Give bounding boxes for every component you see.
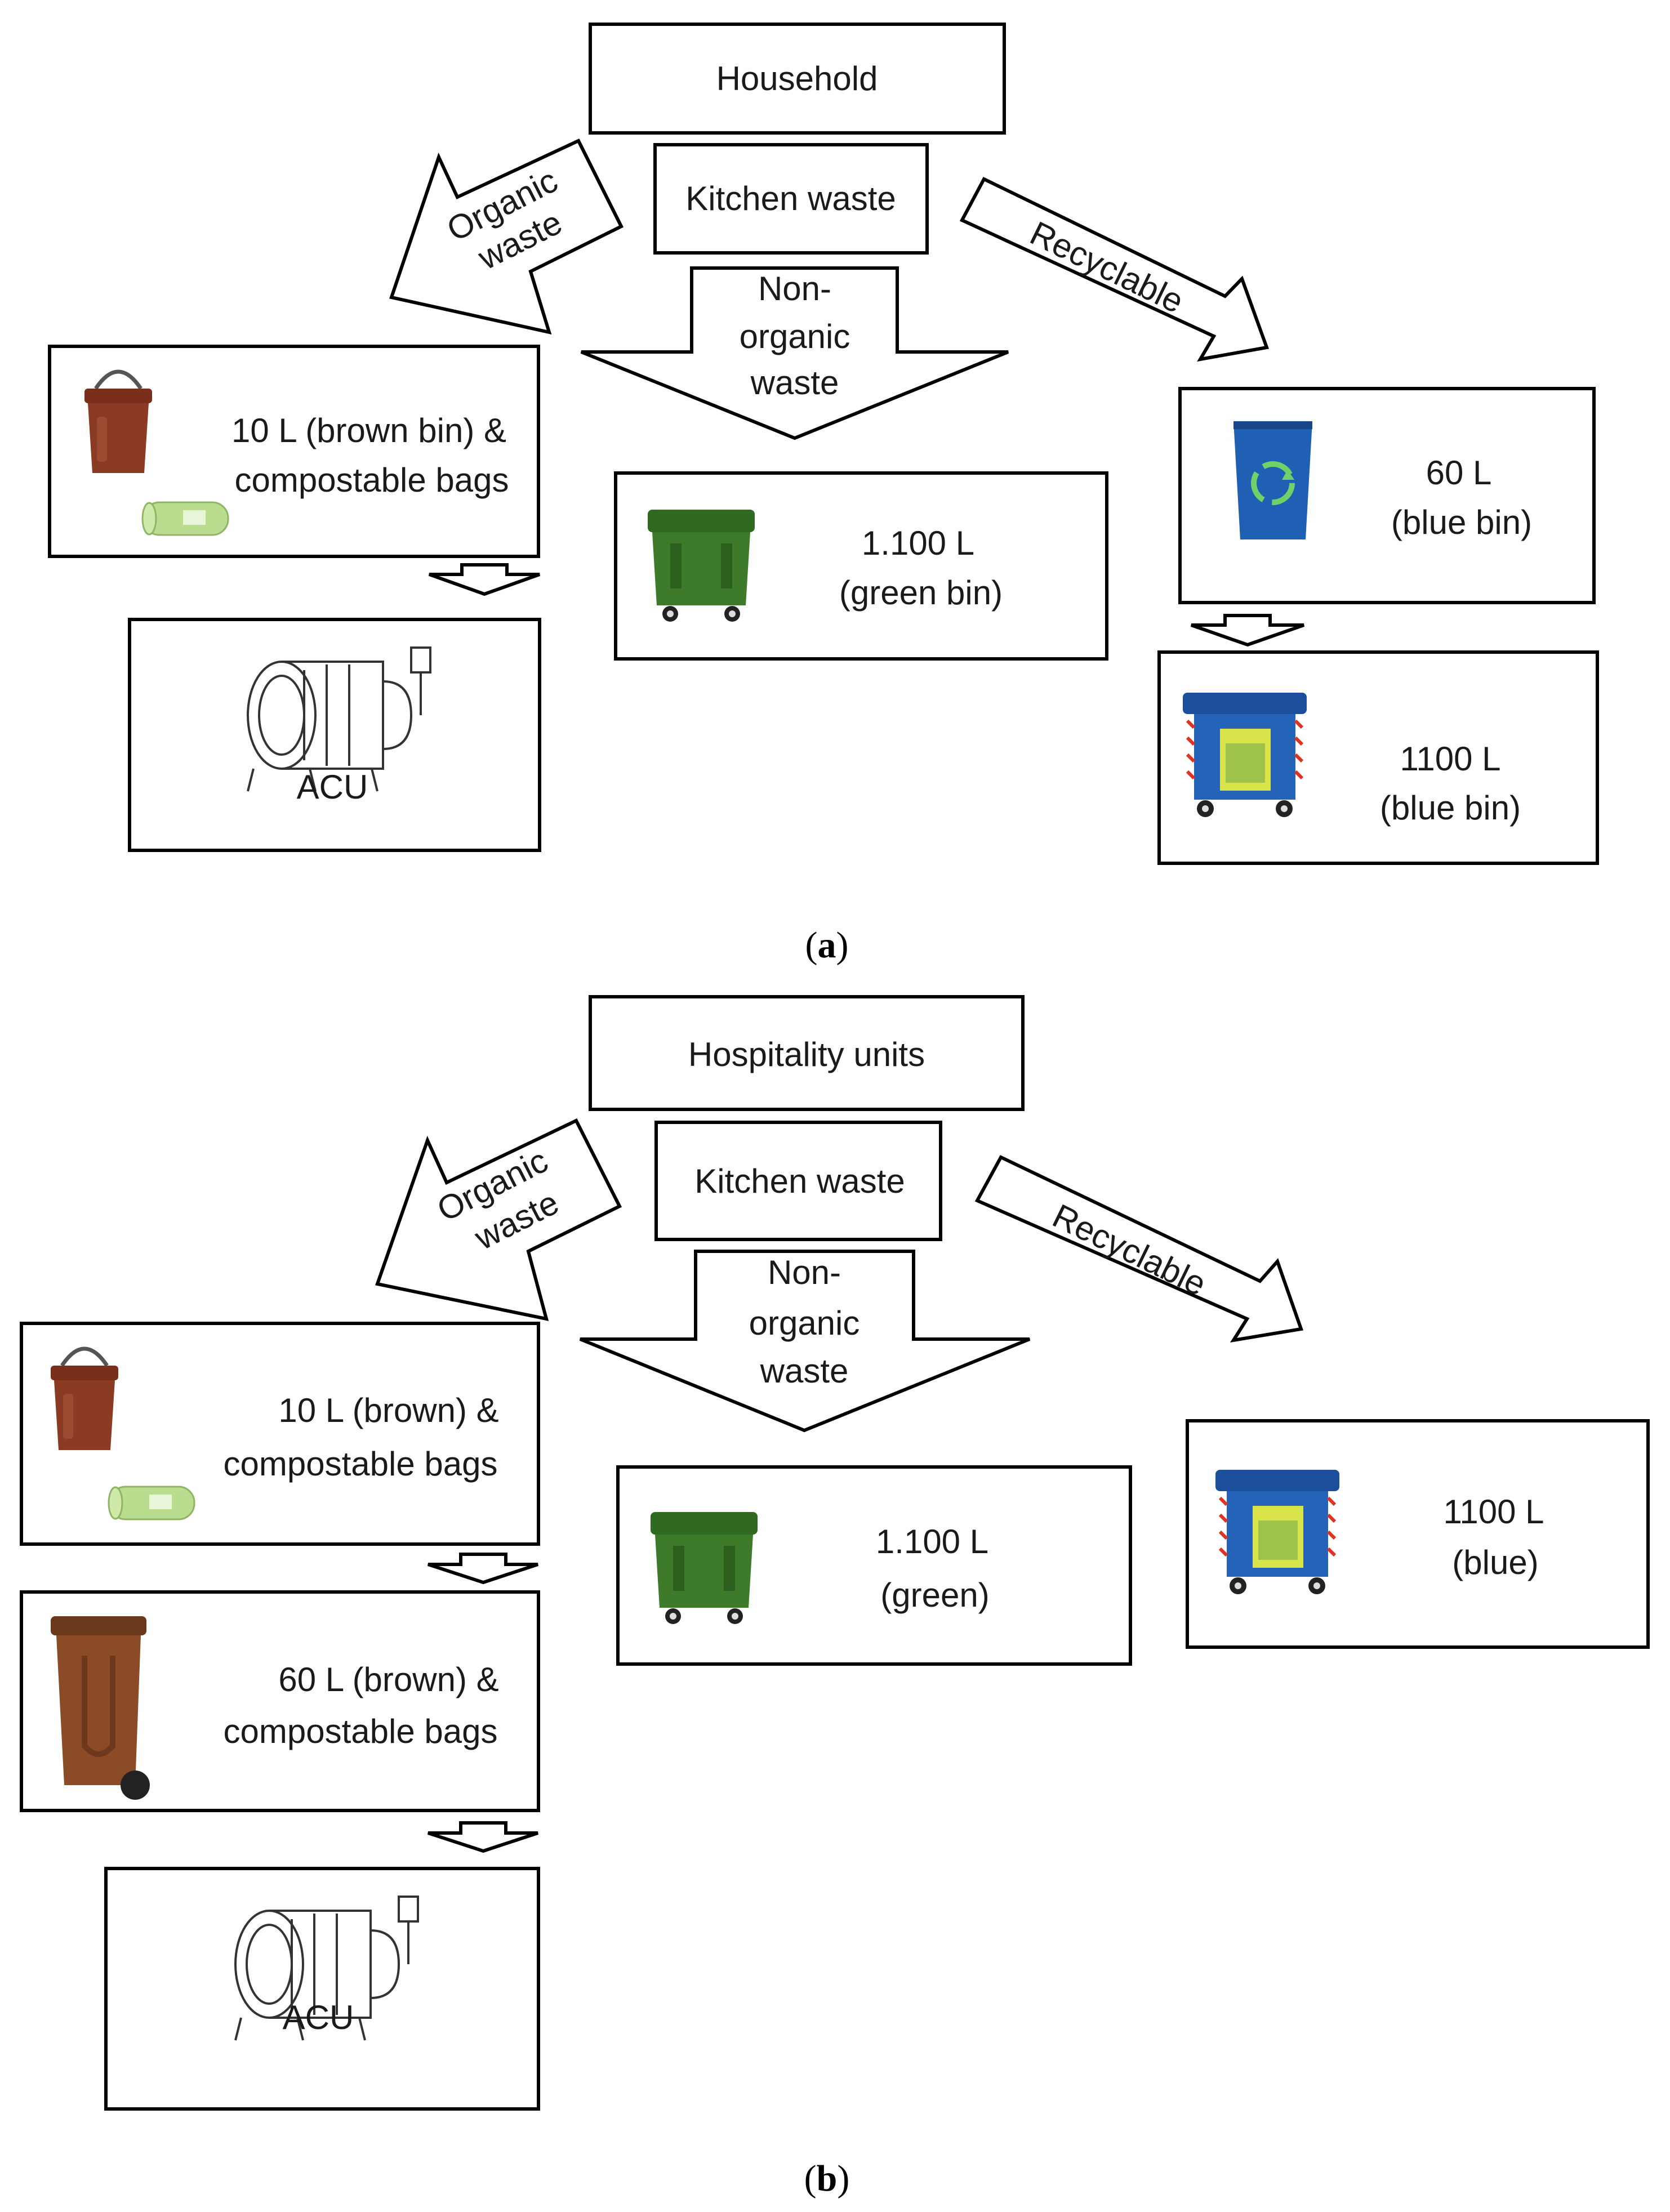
blue-container-icon-b [1215,1470,1339,1594]
brown-wheelie-bin-icon [51,1616,150,1800]
compost-bag-roll-icon [141,501,229,536]
acu-box-b [104,1867,540,2111]
down-arrow-to-blue-1100l-a [1191,614,1304,647]
blue-1100l-label-line1-b: 1100 L [1443,1493,1544,1531]
blue-1100l-label-line1-a: 1100 L [1400,740,1500,778]
acu-label-a: ACU [297,768,368,806]
panel-a: Household Kitchen waste Organic waste No… [48,23,1599,966]
green-container-icon [648,510,755,622]
household-label: Household [716,60,878,97]
brown-bin-label-line2-a: compostable bags [235,461,509,499]
household-box [589,23,1006,135]
down-arrow-to-60l-b [427,1553,538,1585]
brown-bin-label-line1-a: 10 L (brown bin) & [231,412,506,449]
down-arrow-to-acu-b [427,1821,538,1853]
blue-1100l-label-line2-b: (blue) [1452,1544,1538,1581]
non-organic-label-line2-b: organic [749,1304,860,1342]
hospitality-label: Hospitality units [688,1036,925,1073]
compost-bag-roll-icon [108,1486,195,1520]
green-bin-label-line1-b: 1.100 L [876,1523,988,1560]
panel-b: Hospitality units Kitchen waste Organic … [20,995,1650,2199]
kitchen-waste-label-b: Kitchen waste [694,1162,905,1200]
non-organic-label-line3-b: waste [760,1352,849,1390]
blue-60l-label-line1-a: 60 L [1426,454,1492,492]
brown-10l-label-line2-b: compostable bags [224,1445,498,1483]
green-bin-label-line2-a: (green bin) [839,574,1003,612]
non-organic-waste-arrow-a [580,266,1009,440]
hospitality-box [589,995,1025,1111]
down-arrow-to-acu-a [428,563,541,596]
green-bin-label-line1-a: 1.100 L [862,524,974,562]
blue-1100l-label-line2-a: (blue bin) [1380,789,1521,827]
brown-10l-label-line1-b: 10 L (brown) & [278,1392,498,1429]
non-organic-label-line2-a: organic [740,318,850,355]
non-organic-waste-arrow-b [579,1250,1031,1433]
caption-a: (a) [805,925,849,966]
blue-container-icon-a [1183,693,1307,817]
non-organic-label-line1-b: Non- [768,1254,841,1291]
brown-60l-label-line2-b: compostable bags [224,1712,498,1750]
non-organic-label-line1-a: Non- [758,270,831,307]
acu-label-b: ACU [283,1999,354,2036]
kitchen-waste-box-b [654,1121,942,1241]
green-bin-label-line2-b: (green) [880,1576,989,1614]
organic-waste-arrow-b [375,1118,622,1321]
blue-60l-label-line2-a: (blue bin) [1391,503,1532,541]
caption-b: (b) [804,2158,850,2199]
recyclable-arrow-a [959,177,1270,362]
brown-60l-label-line1-b: 60 L (brown) & [278,1661,498,1698]
recyclable-arrow-b [974,1155,1304,1343]
kitchen-waste-box-a [653,143,929,255]
green-container-icon [651,1512,758,1624]
kitchen-waste-label-a: Kitchen waste [685,180,896,217]
organic-waste-arrow-a [389,139,624,335]
non-organic-label-line3-a: waste [750,364,839,402]
acu-box-a [128,618,541,852]
blue-recycling-bin-icon [1233,421,1312,539]
